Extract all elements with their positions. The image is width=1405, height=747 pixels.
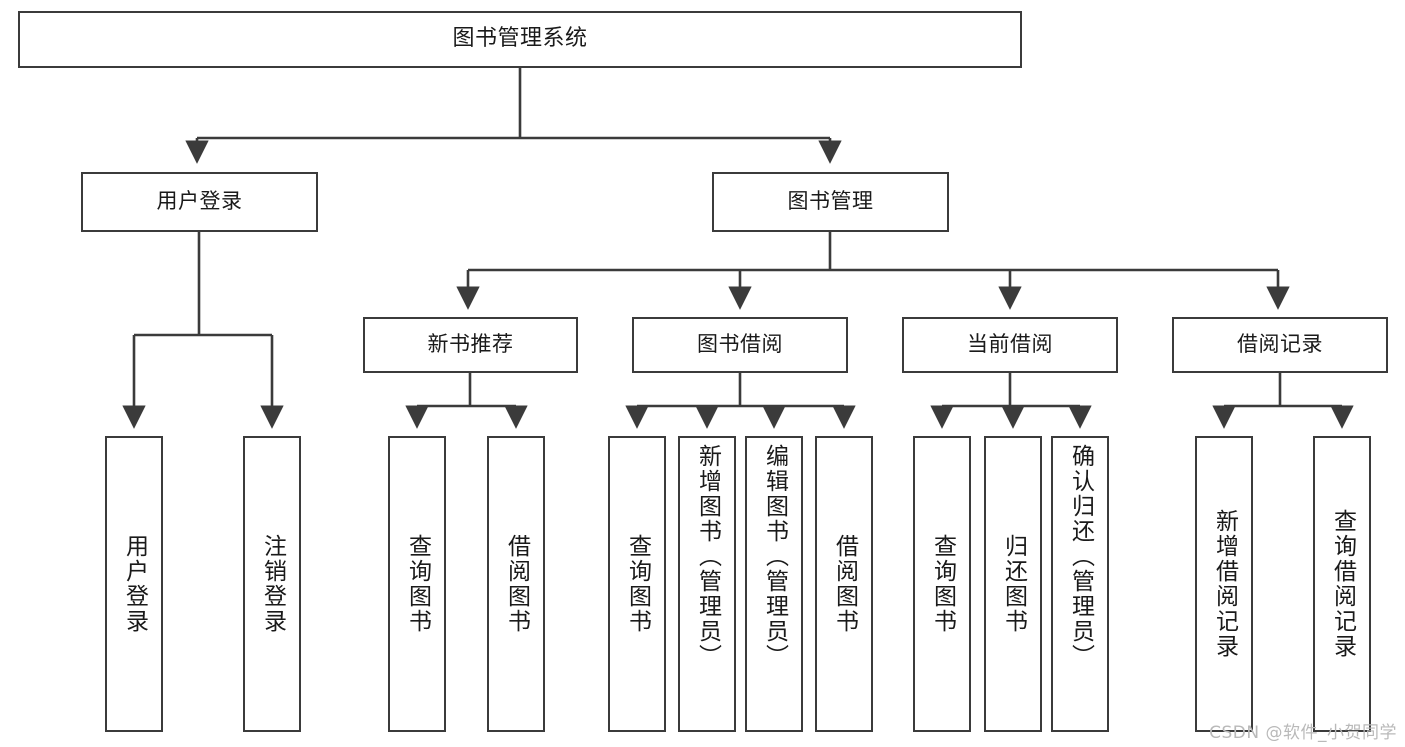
node-leaf-user-login[interactable]: 用户登录 [105,436,163,732]
node-leaf-logout[interactable]: 注销登录 [243,436,301,732]
node-leaf-query-book-2-label: 查询图书 [624,534,651,634]
node-root[interactable]: 图书管理系统 [18,11,1022,68]
node-borrow-record[interactable]: 借阅记录 [1172,317,1388,373]
node-leaf-return-book[interactable]: 归还图书 [984,436,1042,732]
node-leaf-edit-book[interactable]: 编辑图书（管理员） [745,436,803,732]
node-leaf-add-record[interactable]: 新增借阅记录 [1195,436,1253,732]
node-leaf-confirm-return[interactable]: 确认归还（管理员） [1051,436,1109,732]
node-leaf-add-record-label: 新增借阅记录 [1211,509,1238,659]
node-leaf-query-record[interactable]: 查询借阅记录 [1313,436,1371,732]
node-leaf-edit-book-label: 编辑图书（管理员） [761,444,788,669]
node-leaf-return-book-label: 归还图书 [1000,534,1027,634]
node-leaf-borrow-book-1[interactable]: 借阅图书 [487,436,545,732]
node-new-book-recommend-label: 新书推荐 [427,332,514,357]
node-book-borrow[interactable]: 图书借阅 [632,317,848,373]
node-leaf-query-book-1[interactable]: 查询图书 [388,436,446,732]
node-root-label: 图书管理系统 [452,26,588,52]
watermark: CSDN @软件_小贺同学 [1209,723,1397,743]
node-leaf-borrow-book-2[interactable]: 借阅图书 [815,436,873,732]
node-new-book-recommend[interactable]: 新书推荐 [363,317,578,373]
node-leaf-confirm-return-label: 确认归还（管理员） [1067,444,1094,669]
node-leaf-query-book-3[interactable]: 查询图书 [913,436,971,732]
node-leaf-add-book-label: 新增图书（管理员） [694,444,721,669]
node-leaf-borrow-book-2-label: 借阅图书 [831,534,858,634]
node-leaf-add-book[interactable]: 新增图书（管理员） [678,436,736,732]
node-leaf-user-login-label: 用户登录 [121,534,148,634]
node-leaf-query-book-3-label: 查询图书 [929,534,956,634]
node-leaf-query-book-1-label: 查询图书 [404,534,431,634]
node-user-login[interactable]: 用户登录 [81,172,318,232]
node-borrow-record-label: 借阅记录 [1237,332,1323,357]
node-leaf-query-record-label: 查询借阅记录 [1329,509,1356,659]
node-book-borrow-label: 图书借阅 [697,332,783,357]
node-current-borrow[interactable]: 当前借阅 [902,317,1118,373]
node-leaf-logout-label: 注销登录 [259,534,286,634]
node-leaf-query-book-2[interactable]: 查询图书 [608,436,666,732]
node-user-login-label: 用户登录 [156,189,243,214]
node-book-management[interactable]: 图书管理 [712,172,949,232]
node-book-management-label: 图书管理 [787,189,874,214]
node-leaf-borrow-book-1-label: 借阅图书 [503,534,530,634]
node-current-borrow-label: 当前借阅 [967,332,1053,357]
